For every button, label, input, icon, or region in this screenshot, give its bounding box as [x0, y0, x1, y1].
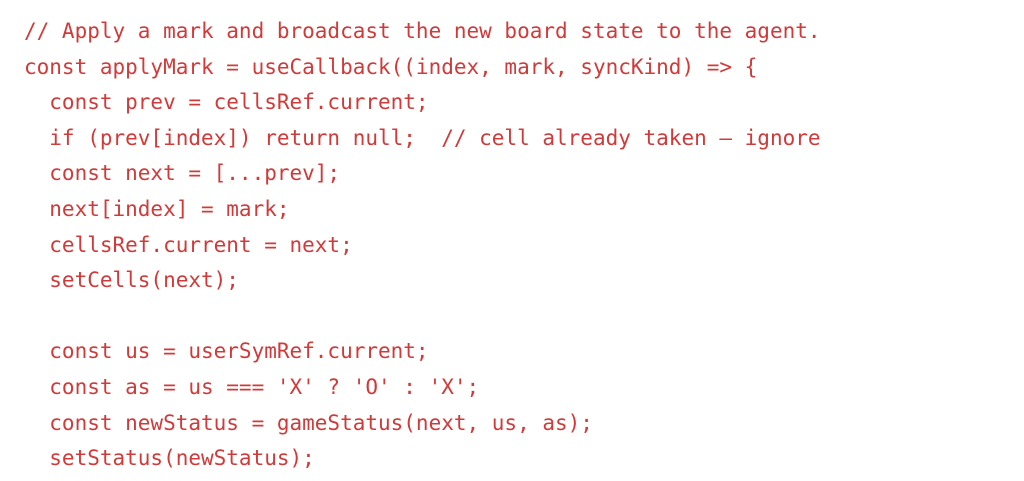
- code-line-assign-mark: next[index] = mark;: [24, 196, 290, 221]
- code-line-set-status: setStatus(newStatus);: [24, 446, 315, 471]
- code-line-blank: [24, 299, 1024, 335]
- code-line-prev: const prev = cellsRef.current;: [24, 90, 429, 115]
- code-line-us: const us = userSymRef.current;: [24, 339, 429, 364]
- code-line-new-status: const newStatus = gameStatus(next, us, a…: [24, 410, 593, 435]
- code-line-comment: // Apply a mark and broadcast the new bo…: [24, 19, 821, 43]
- code-line-if-taken: if (prev[index]) return null; // cell al…: [24, 125, 821, 150]
- code-line-next: const next = [...prev];: [24, 161, 341, 186]
- code-line-set-cells: setCells(next);: [24, 268, 239, 293]
- code-line-as: const as = us === 'X' ? 'O' : 'X';: [24, 374, 480, 399]
- code-line-apply-mark-declaration: const applyMark = useCallback((index, ma…: [24, 54, 758, 79]
- code-line-cells-ref: cellsRef.current = next;: [24, 232, 353, 257]
